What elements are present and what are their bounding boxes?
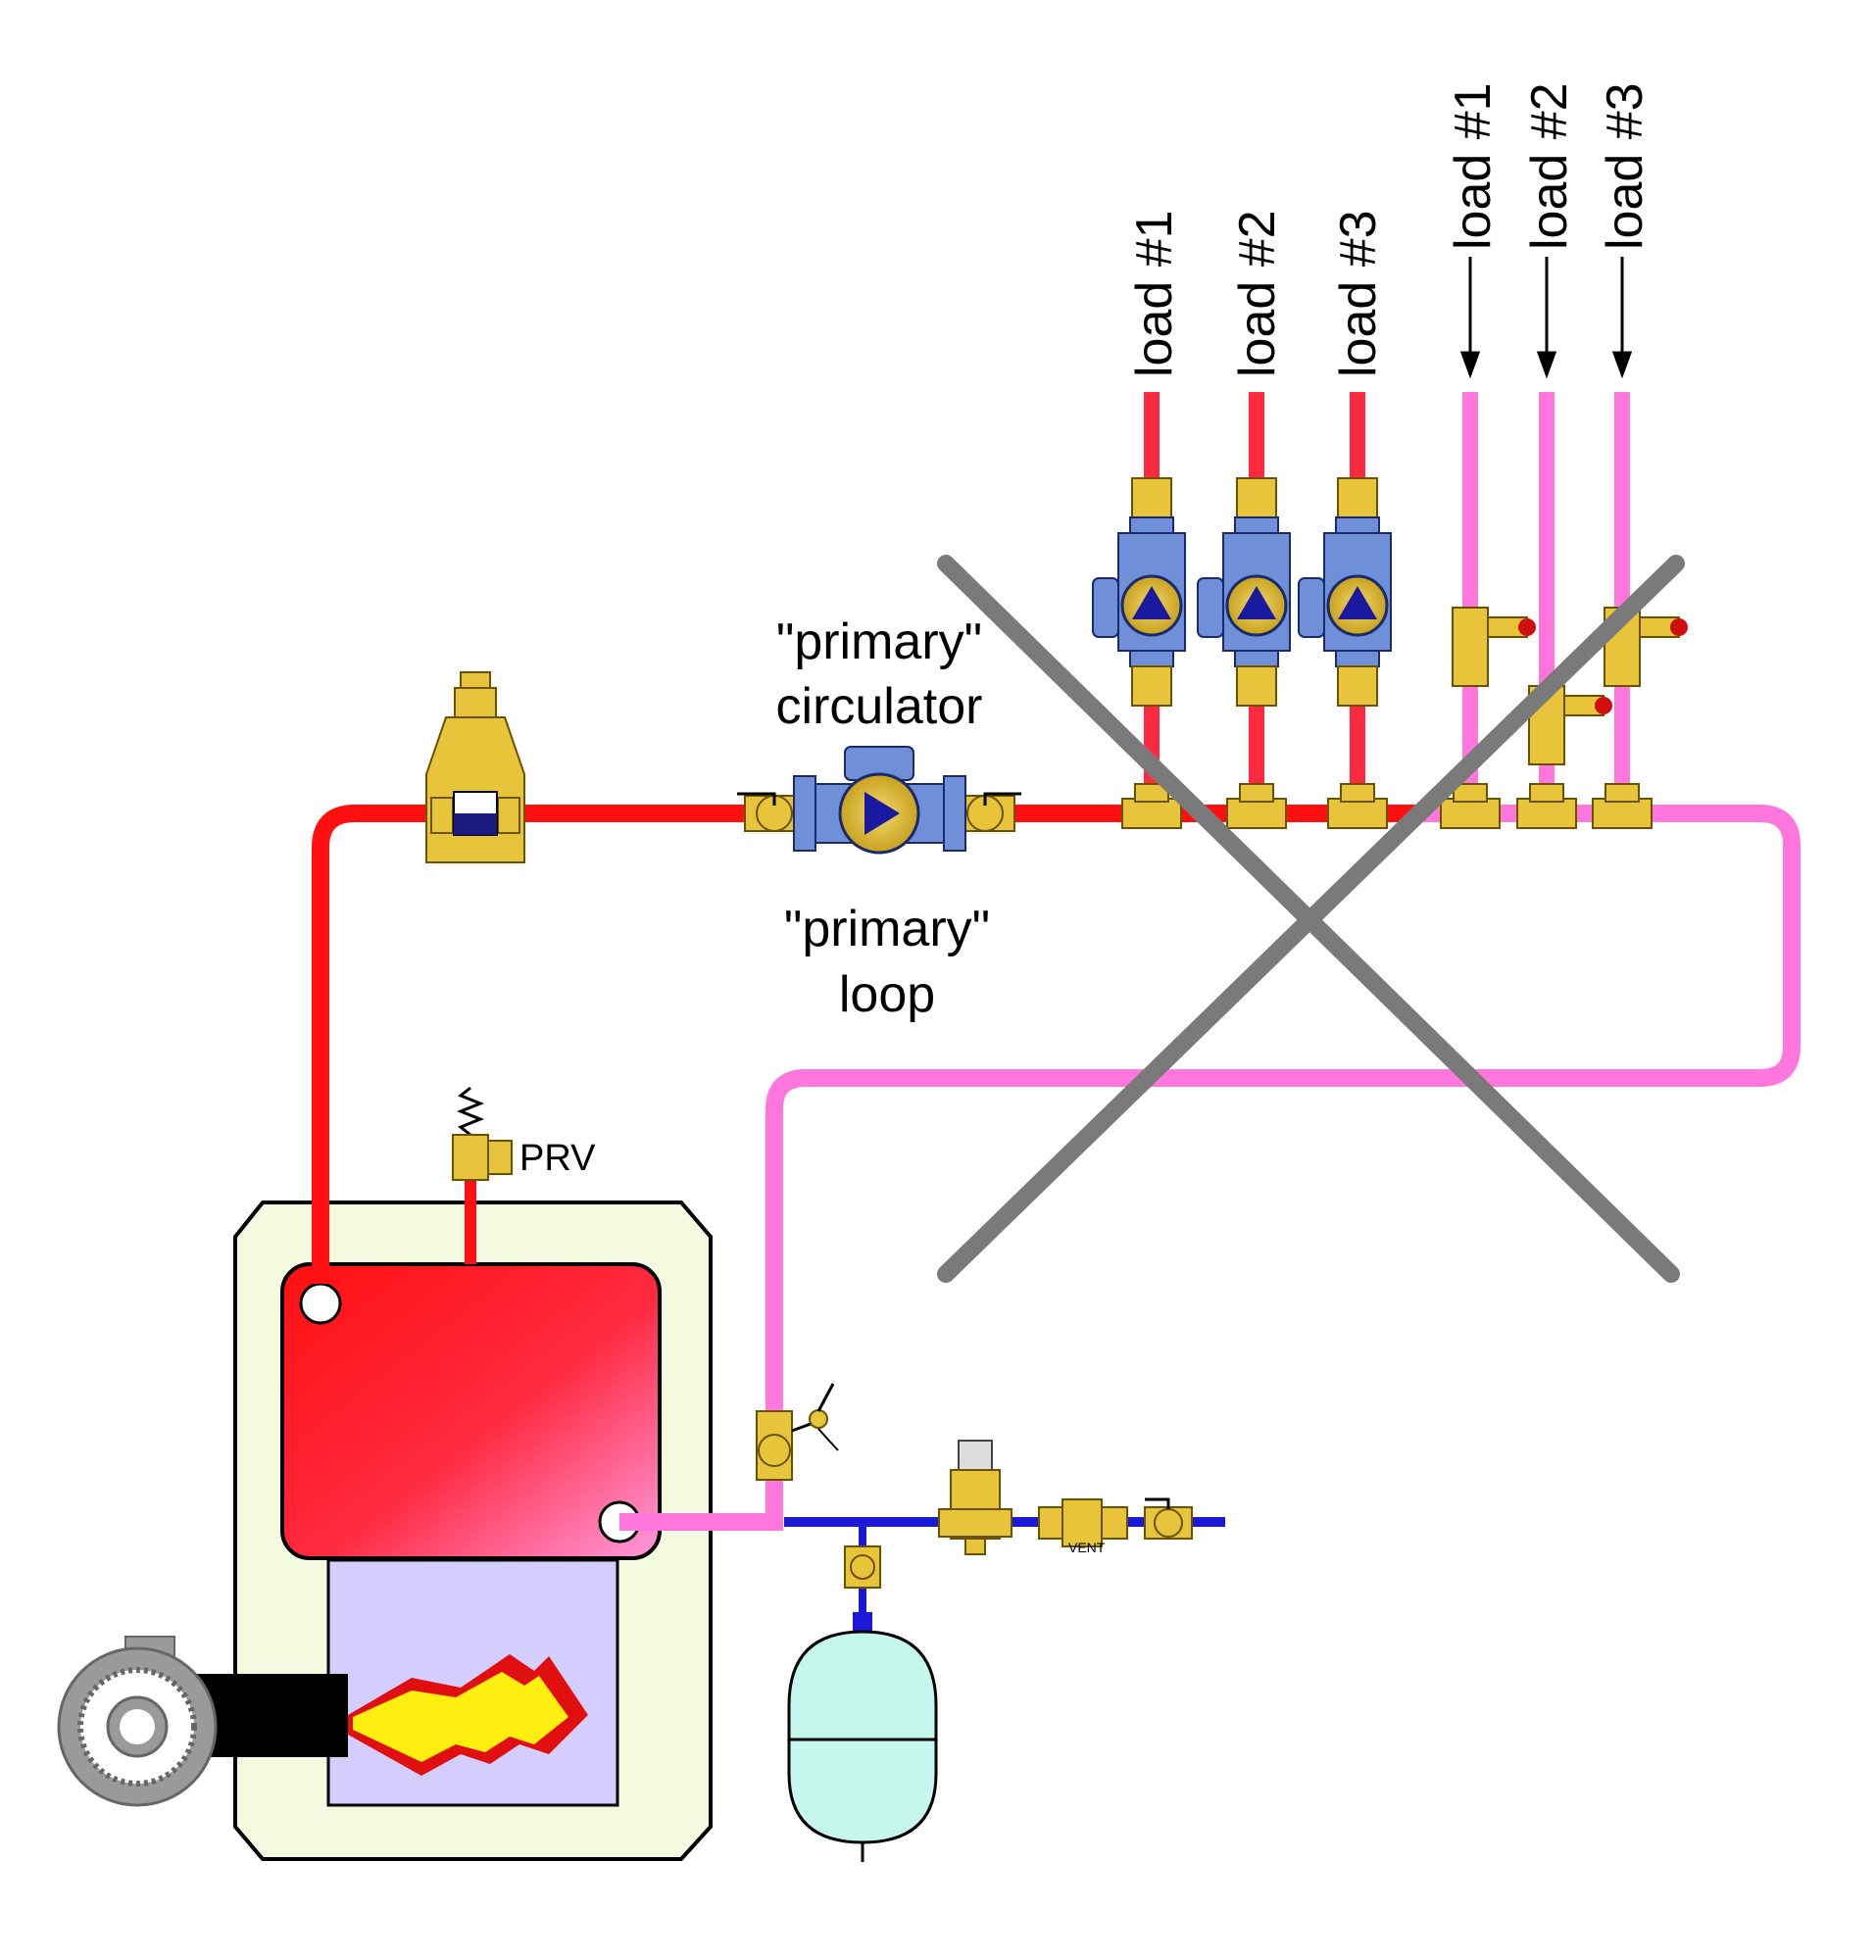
backflow-preventer-icon [1038,1498,1128,1547]
return-arrows [1459,257,1633,379]
return-pipe [619,805,1801,1531]
primary-loop-label-line1: "primary" [784,901,990,957]
primary-circulator-label-line1: "primary" [776,613,982,670]
vent-label: VENT [1068,1540,1106,1555]
supply-load-label-1: load #1 [1126,210,1183,377]
supply-load-label-2: load #2 [1229,210,1286,377]
zone-circulators [1092,477,1392,707]
supply-load-label-3: load #3 [1330,210,1387,377]
primary-circulator [737,746,1021,855]
return-load-label-2: load #2 [1521,82,1578,250]
primary-loop-label-line2: loop [839,966,935,1023]
primary-circulator-label-line2: circulator [776,678,983,735]
supply-pipe [312,805,1421,1284]
cross-out-mark [937,555,1685,1283]
prv-label: PRV [519,1138,596,1179]
air-separator-icon [425,671,525,863]
ball-valve-icon [1144,1497,1193,1540]
burner-icon [57,1636,348,1807]
expansion-tank-icon [787,1612,938,1862]
return-load-label-1: load #1 [1445,82,1502,250]
purge-valve-icon [756,1383,839,1481]
pressure-relief-valve-icon [452,1086,513,1181]
boiler [233,1200,713,1861]
pressure-reducing-valve-icon [938,1440,1012,1555]
return-load-label-3: load #3 [1597,82,1654,250]
tee-fitting-icon [1121,783,1653,829]
supply-tapping [299,1282,342,1325]
